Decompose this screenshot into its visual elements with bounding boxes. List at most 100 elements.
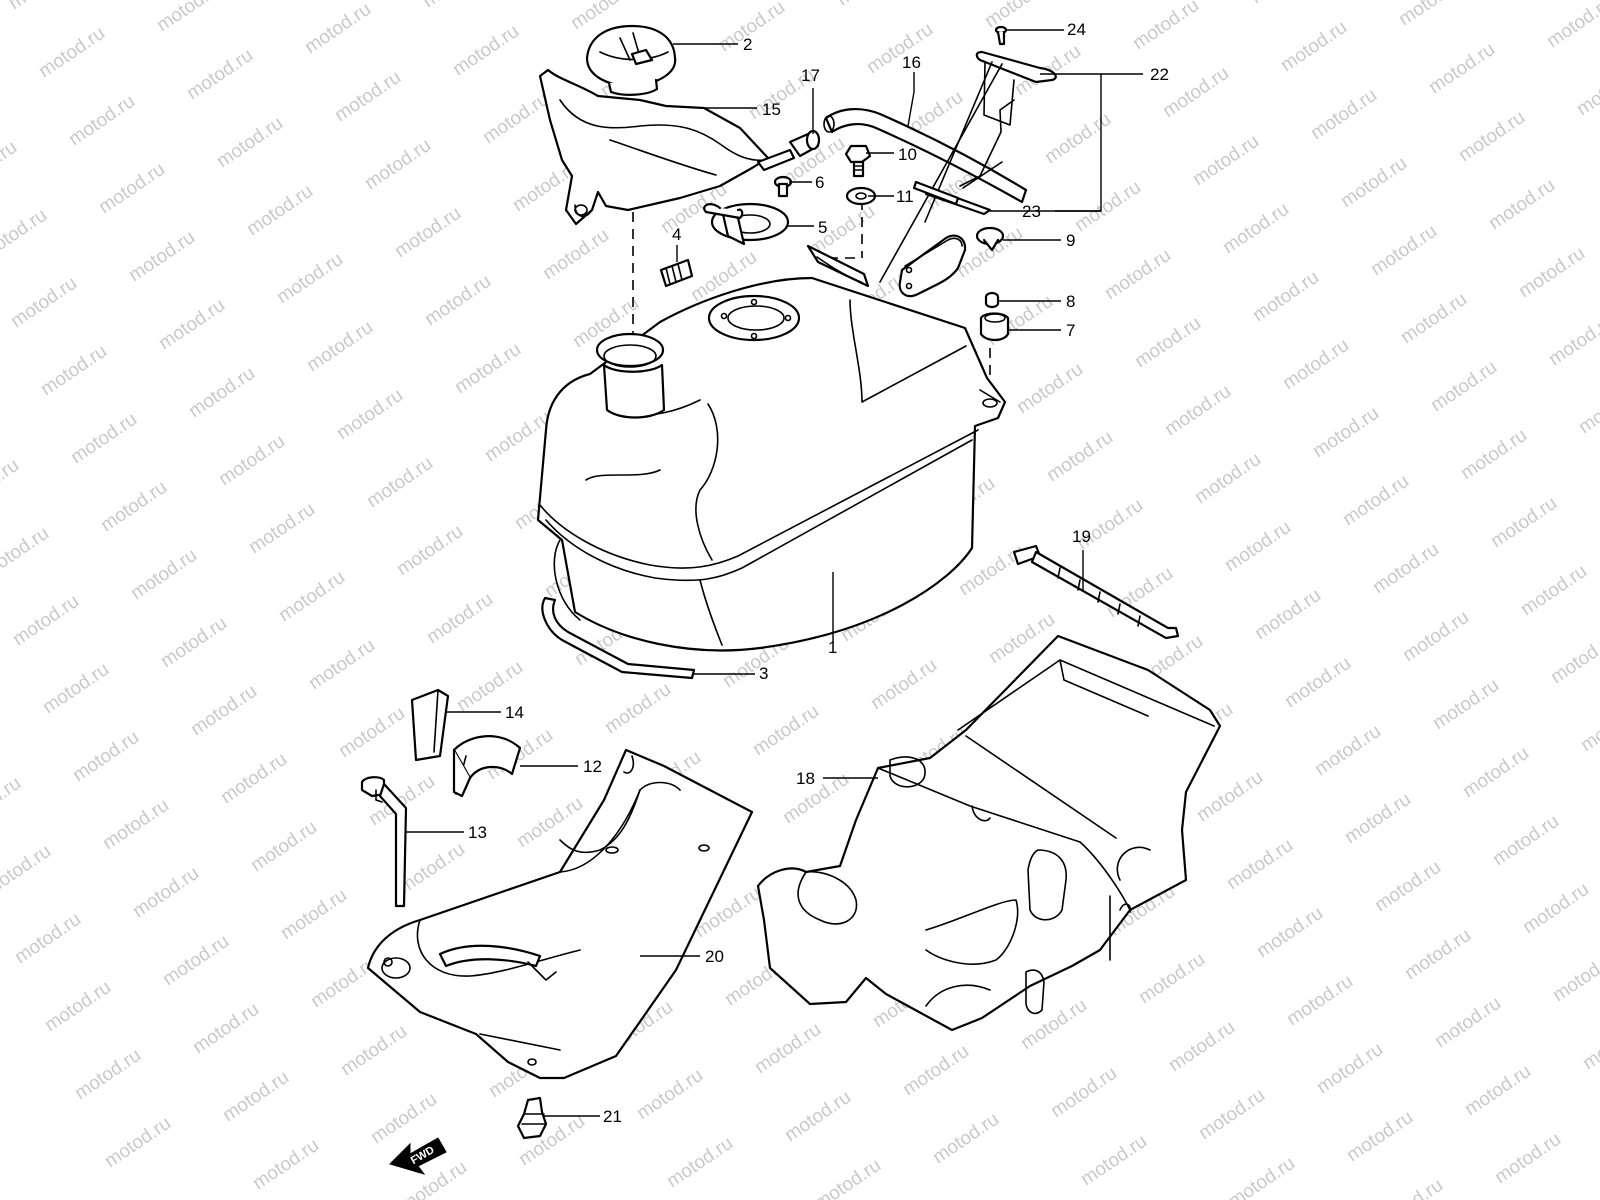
- callout-19: 19: [1072, 527, 1091, 546]
- drain-hose[interactable]: [823, 108, 1028, 204]
- watermark-text: motod.ru: [153, 0, 227, 36]
- callout-7: 7: [1066, 321, 1075, 340]
- watermark-text: motod.ru: [451, 339, 525, 398]
- callout-18: 18: [796, 769, 815, 788]
- watermark-text: motod.ru: [301, 0, 375, 58]
- washer[interactable]: [845, 186, 877, 206]
- watermark-text: motod.ru: [1339, 471, 1413, 530]
- callout-labels: 2 15 17 16 24 22 23 10 11 6 5 4 9 8 7 1 …: [468, 20, 1169, 1126]
- watermark-text: motod.ru: [513, 793, 587, 852]
- breather-hose[interactable]: [360, 776, 408, 908]
- watermark-text: motod.ru: [35, 23, 109, 82]
- watermark-text: motod.ru: [7, 273, 81, 332]
- mount-cushion[interactable]: [979, 312, 1010, 342]
- watermark-text: motod.ru: [1343, 1107, 1417, 1166]
- clip[interactable]: [410, 688, 450, 762]
- watermark-text: motod.ru: [1225, 1153, 1299, 1200]
- watermark-text: motod.ru: [1043, 427, 1117, 486]
- watermark-text: motod.ru: [71, 1045, 145, 1104]
- watermark-text: motod.ru: [423, 589, 497, 648]
- watermark-text: motod.ru: [127, 545, 201, 604]
- watermark-text: motod.ru: [1159, 63, 1233, 122]
- watermark-text: motod.ru: [539, 225, 613, 284]
- watermark-text: motod.ru: [65, 91, 139, 150]
- gauge-screw[interactable]: [994, 25, 1008, 46]
- callout-5: 5: [818, 218, 827, 237]
- fuel-cap[interactable]: [585, 24, 677, 96]
- watermark-text: motod.ru: [1517, 561, 1591, 620]
- watermark-text: motod.ru: [1577, 697, 1600, 756]
- callout-16: 16: [902, 53, 921, 72]
- watermark-text: motod.ru: [781, 1087, 855, 1146]
- watermark-text: motod.ru: [1397, 289, 1471, 348]
- callout-13: 13: [468, 823, 487, 842]
- watermark-text: motod.ru: [1371, 857, 1445, 916]
- watermark-text: motod.ru: [97, 477, 171, 536]
- watermark-text: motod.ru: [1515, 243, 1589, 302]
- collar[interactable]: [984, 291, 1000, 309]
- filler-pan[interactable]: [538, 68, 796, 226]
- watermark-text: motod.ru: [863, 19, 937, 78]
- watermark-text: motod.ru: [1131, 313, 1205, 372]
- protector[interactable]: [756, 634, 1222, 1032]
- watermark-text: motod.ru: [1249, 267, 1323, 326]
- watermark-text: motod.ru: [867, 655, 941, 714]
- callout-8: 8: [1066, 292, 1075, 311]
- watermark-text: motod.ru: [1485, 175, 1559, 234]
- fuel-tank[interactable]: [536, 244, 1007, 652]
- cover-bolt[interactable]: [516, 1096, 548, 1140]
- callout-6: 6: [815, 173, 824, 192]
- watermark-text: motod.ru: [1129, 0, 1203, 54]
- watermark-text: motod.ru: [811, 1155, 885, 1200]
- callout-3: 3: [759, 664, 768, 683]
- watermark-text: motod.ru: [633, 1065, 707, 1124]
- watermark-text: motod.ru: [9, 591, 83, 650]
- watermark-text: motod.ru: [335, 703, 409, 762]
- watermark-text: motod.ru: [213, 113, 287, 172]
- watermark-text: motod.ru: [981, 0, 1055, 32]
- watermark-text: motod.ru: [1247, 0, 1321, 8]
- watermark-text: motod.ru: [1373, 1175, 1447, 1200]
- watermark-text: motod.ru: [129, 863, 203, 922]
- watermark-text: motod.ru: [217, 749, 291, 808]
- callout-17: 17: [801, 66, 820, 85]
- watermark-text: motod.ru: [1077, 1131, 1151, 1190]
- watermark-text: motod.ru: [189, 999, 263, 1058]
- watermark-text: motod.ru: [1519, 879, 1593, 938]
- watermark-text: motod.ru: [39, 659, 113, 718]
- watermark-text: motod.ru: [449, 21, 523, 80]
- watermark-text: motod.ru: [1549, 947, 1600, 1006]
- watermark-text: motod.ru: [479, 89, 553, 148]
- watermark-text: motod.ru: [363, 453, 437, 512]
- watermark-text: motod.ru: [1161, 381, 1235, 440]
- watermark-text: motod.ru: [159, 931, 233, 990]
- watermark-text: motod.ru: [601, 679, 675, 738]
- gauge-bolt[interactable]: [844, 144, 872, 178]
- watermark-text: motod.ru: [1431, 993, 1505, 1052]
- tie-band[interactable]: [1012, 544, 1180, 640]
- rubber-block[interactable]: [659, 258, 694, 288]
- watermark-text: motod.ru: [1579, 1015, 1600, 1074]
- watermark-text: motod.ru: [1429, 675, 1503, 734]
- watermark-text: motod.ru: [1253, 903, 1327, 962]
- callout-14: 14: [505, 703, 524, 722]
- inlet-screw[interactable]: [773, 175, 793, 198]
- watermark-text: motod.ru: [1395, 0, 1469, 30]
- watermark-text: motod.ru: [333, 385, 407, 444]
- watermark-text: motod.ru: [1491, 1129, 1565, 1188]
- watermark-text: motod.ru: [219, 1067, 293, 1126]
- callout-21: 21: [603, 1107, 622, 1126]
- mount-bolt[interactable]: [975, 226, 1005, 252]
- watermark-text: motod.ru: [1425, 39, 1499, 98]
- watermark-text: motod.ru: [1195, 1085, 1269, 1144]
- tank-cushion[interactable]: [541, 596, 696, 680]
- watermark-text: motod.ru: [419, 0, 493, 12]
- tank-cover[interactable]: [366, 748, 754, 1080]
- cushion-clip[interactable]: [452, 735, 522, 798]
- watermark-text: motod.ru: [1369, 539, 1443, 598]
- watermark-text: motod.ru: [303, 317, 377, 376]
- inlet-plate[interactable]: [703, 202, 790, 246]
- callout-12: 12: [583, 757, 602, 776]
- gasket[interactable]: [912, 180, 960, 206]
- watermark-text: motod.ru: [1277, 17, 1351, 76]
